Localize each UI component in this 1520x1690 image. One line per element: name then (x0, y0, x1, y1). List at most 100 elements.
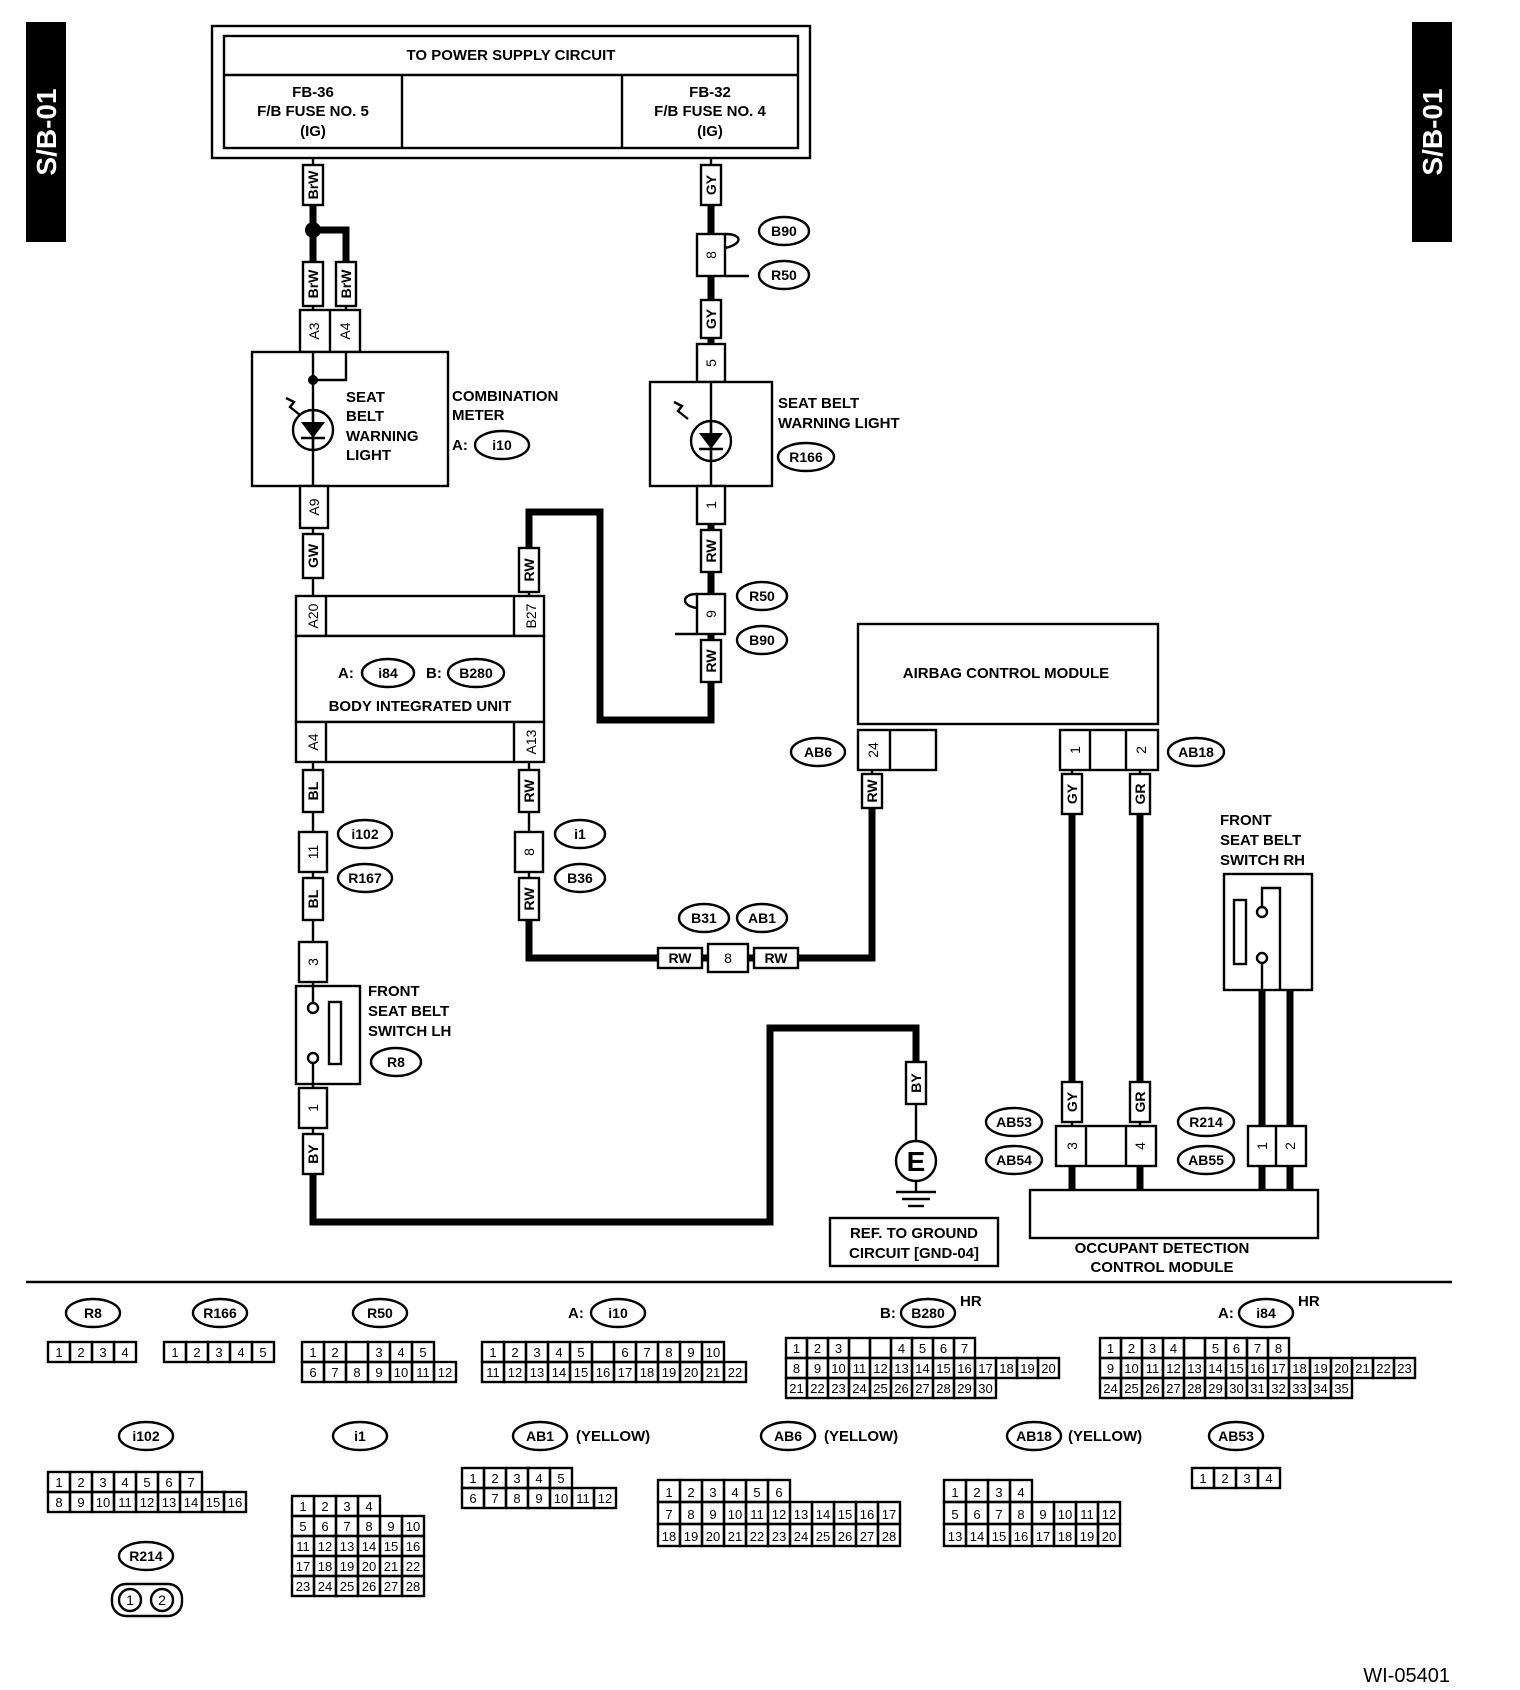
legend-ab6-pin: 9 (709, 1507, 716, 1522)
legend-i10-pin: 2 (511, 1345, 518, 1360)
legend-i102-cell (222, 1490, 248, 1514)
legend-i84-pin: 22 (1376, 1361, 1390, 1376)
legend-b280-pin: 9 (814, 1361, 821, 1376)
legend-i84-pin: 2 (1128, 1341, 1135, 1356)
legend-ab18-cell (1096, 1522, 1122, 1548)
legend-ab6-pin: 21 (728, 1529, 742, 1544)
legend-i10-pin: 13 (530, 1365, 544, 1380)
legend-b280-pin: 2 (814, 1341, 821, 1356)
connector-ab54-label: AB54 (996, 1152, 1032, 1168)
pin-b27: B27 (523, 603, 539, 628)
wire-rw-a13: RW 8 RW RW 8 RW (513, 762, 876, 974)
legend-b280-pin: 23 (831, 1381, 845, 1396)
legend-b280-pin: 3 (835, 1341, 842, 1356)
meter-light-line4: LIGHT (346, 447, 391, 464)
warning-light-label-1: SEAT BELT (778, 395, 859, 412)
connector-r50-bottom: R50 (749, 588, 775, 604)
combination-meter-label-2: METER (452, 407, 505, 424)
legend-i84-oval (1237, 1297, 1295, 1329)
legend-i84-pin: 4 (1170, 1341, 1177, 1356)
legend-i102-oval (117, 1420, 175, 1452)
legend-i102-pin: 8 (55, 1495, 62, 1510)
wire-label-rw-ab6: RW (864, 779, 880, 803)
legend-r8-pin: 1 (55, 1345, 62, 1360)
legend-r50-pin: 2 (331, 1345, 338, 1360)
front-seat-belt-switch-lh: 3 1 BY (294, 940, 920, 1226)
pin-8-b31: 8 (724, 950, 732, 966)
connector-b90-bottom: B90 (749, 632, 775, 648)
legend-ab6-pin: 3 (709, 1485, 716, 1500)
legend-ab1-pin: 10 (554, 1491, 568, 1506)
connector-ab1-label: AB1 (748, 910, 776, 926)
legend-r50-label: R50 (367, 1305, 393, 1321)
switch-lh-label-1: FRONT (368, 983, 420, 1000)
legend-b280-label: B280 (911, 1305, 945, 1321)
legend-r166-oval (191, 1297, 249, 1329)
legend-i1-pin: 3 (343, 1499, 350, 1514)
connector-i102-label: i102 (351, 826, 378, 842)
meter-light-line2: BELT (346, 408, 384, 425)
legend-ab6-yellow: (YELLOW) (824, 1428, 898, 1445)
wire-rw-ab6: RW (860, 770, 884, 810)
connector-r167-label: R167 (348, 870, 382, 886)
legend-ab18-pin: 20 (1102, 1529, 1116, 1544)
legend-i84-pin: 9 (1107, 1361, 1114, 1376)
legend-i84-label: i84 (1256, 1305, 1276, 1321)
legend-i84-pin: 30 (1229, 1381, 1243, 1396)
pin-1-ab18: 1 (1067, 746, 1083, 754)
occupant-detection-module (1028, 1188, 1320, 1240)
legend-ab6-pin: 10 (728, 1507, 742, 1522)
legend-i102-pin: 14 (184, 1495, 198, 1510)
legend-i10-pin: 3 (533, 1345, 540, 1360)
legend-i1-pin: 20 (362, 1559, 376, 1574)
legend-i10-pin: 1 (489, 1345, 496, 1360)
connector-b90-top: B90 (771, 223, 797, 239)
legend-i10-cell (722, 1360, 748, 1384)
legend-i10-pin: 9 (687, 1345, 694, 1360)
legend-i1-pin: 11 (296, 1539, 310, 1554)
legend-ab1-pin: 8 (513, 1491, 520, 1506)
pin-2-ab18: 2 (1133, 746, 1149, 754)
legend-r50-cell (432, 1360, 458, 1384)
legend-b280-pin: 15 (936, 1361, 950, 1376)
fuse-right-line2: F/B FUSE NO. 4 (654, 103, 766, 120)
light-rays-icon (285, 396, 301, 416)
legend-ab6-cell (876, 1522, 902, 1548)
legend-r50-pin: 5 (419, 1345, 426, 1360)
legend-ab6-label: AB6 (774, 1428, 802, 1444)
legend-i10-prefix: A: (568, 1305, 584, 1322)
legend-ab18-pin: 3 (995, 1485, 1002, 1500)
legend-ab18-pin: 13 (948, 1529, 962, 1544)
wire-label-rw-b27: RW (521, 558, 537, 582)
legend-i1-cell (400, 1574, 426, 1598)
legend-i10-pin: 14 (552, 1365, 566, 1380)
legend-b280-pin: 4 (898, 1341, 905, 1356)
legend-i84-prefix: A: (1218, 1305, 1234, 1322)
legend-i84-pin: 13 (1187, 1361, 1201, 1376)
switch-lh-label-3: SWITCH LH (368, 1023, 451, 1040)
legend-i1-pin: 22 (406, 1559, 420, 1574)
legend-i1-pin: 16 (406, 1539, 420, 1554)
legend-r50-pin: 8 (353, 1365, 360, 1380)
legend-i1-pin: 21 (384, 1559, 398, 1574)
legend-b280-pin: 14 (915, 1361, 929, 1376)
wire-label-gy-ab53: GY (1064, 1091, 1080, 1112)
legend-ab18-pin: 12 (1102, 1507, 1116, 1522)
pin-11: 11 (305, 845, 321, 860)
legend-i84-pin: 32 (1271, 1381, 1285, 1396)
legend-i102-pin: 5 (143, 1475, 150, 1490)
wire-label-gy-mid: GY (703, 308, 719, 329)
fuse-left-line3: (IG) (300, 123, 326, 140)
legend-r50-pin: 6 (309, 1365, 316, 1380)
legend-r8-label: R8 (84, 1305, 102, 1321)
connector-b36-label: B36 (567, 870, 593, 886)
legend-i10-pin: 17 (618, 1365, 632, 1380)
legend-b280-pin: 20 (1041, 1361, 1055, 1376)
legend-r50-pin: 12 (438, 1365, 452, 1380)
legend-i84-pin: 10 (1124, 1361, 1138, 1376)
legend-b280-pin: 6 (940, 1341, 947, 1356)
legend-ab6-pin: 17 (882, 1507, 896, 1522)
connector-a3-a4: A3 A4 (298, 308, 362, 354)
legend-ab18-label: AB18 (1016, 1428, 1052, 1444)
legend-b280-pin: 1 (793, 1341, 800, 1356)
